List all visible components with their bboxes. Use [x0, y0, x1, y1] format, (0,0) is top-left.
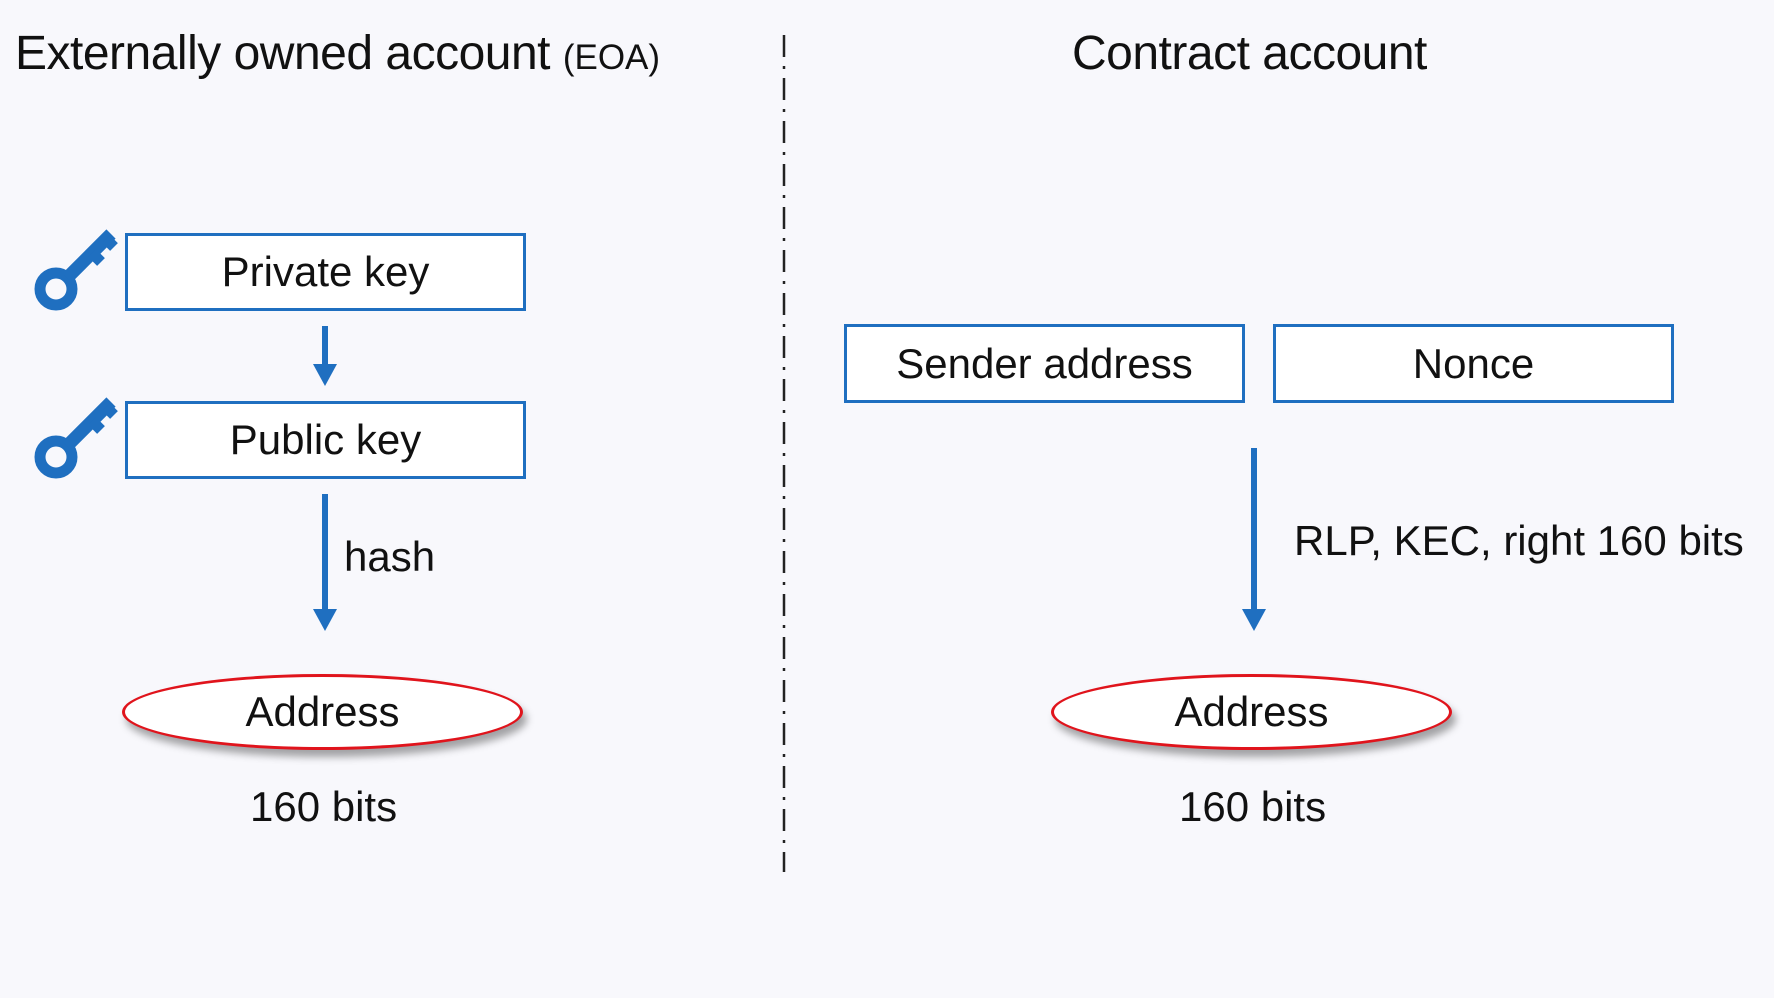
nonce-box: Nonce [1273, 324, 1674, 403]
eoa-address-ellipse: Address [122, 674, 523, 750]
nonce-label: Nonce [1412, 339, 1535, 387]
key-icon [40, 402, 114, 473]
public-key-label: Public key [229, 416, 422, 463]
sender-address-label: Sender address [896, 339, 1193, 387]
arrow-private-to-public [313, 326, 337, 386]
hash-label: hash [344, 533, 436, 580]
key-icon [40, 234, 114, 305]
arrow-contract-to-address [1242, 448, 1266, 631]
eoa-title-text: Externally owned account [15, 27, 550, 80]
contract-title: Contract account [1072, 27, 1427, 80]
eoa-title-suffix: (EOA) [562, 38, 661, 77]
derivation-label: RLP, KEC, right 160 bits [1294, 517, 1744, 564]
eoa-bits-label: 160 bits [250, 783, 398, 830]
contract-bits-label: 160 bits [1179, 783, 1327, 830]
sender-address-box: Sender address [844, 324, 1245, 403]
eoa-address-label: Address [245, 688, 400, 735]
contract-address-ellipse: Address [1051, 674, 1452, 750]
private-key-label: Private key [221, 248, 430, 295]
contract-address-label: Address [1174, 688, 1329, 735]
private-key-box: Private key [125, 233, 526, 311]
arrow-public-to-address [313, 494, 337, 631]
public-key-box: Public key [125, 401, 526, 479]
eoa-title: Externally owned account (EOA) [15, 30, 660, 78]
